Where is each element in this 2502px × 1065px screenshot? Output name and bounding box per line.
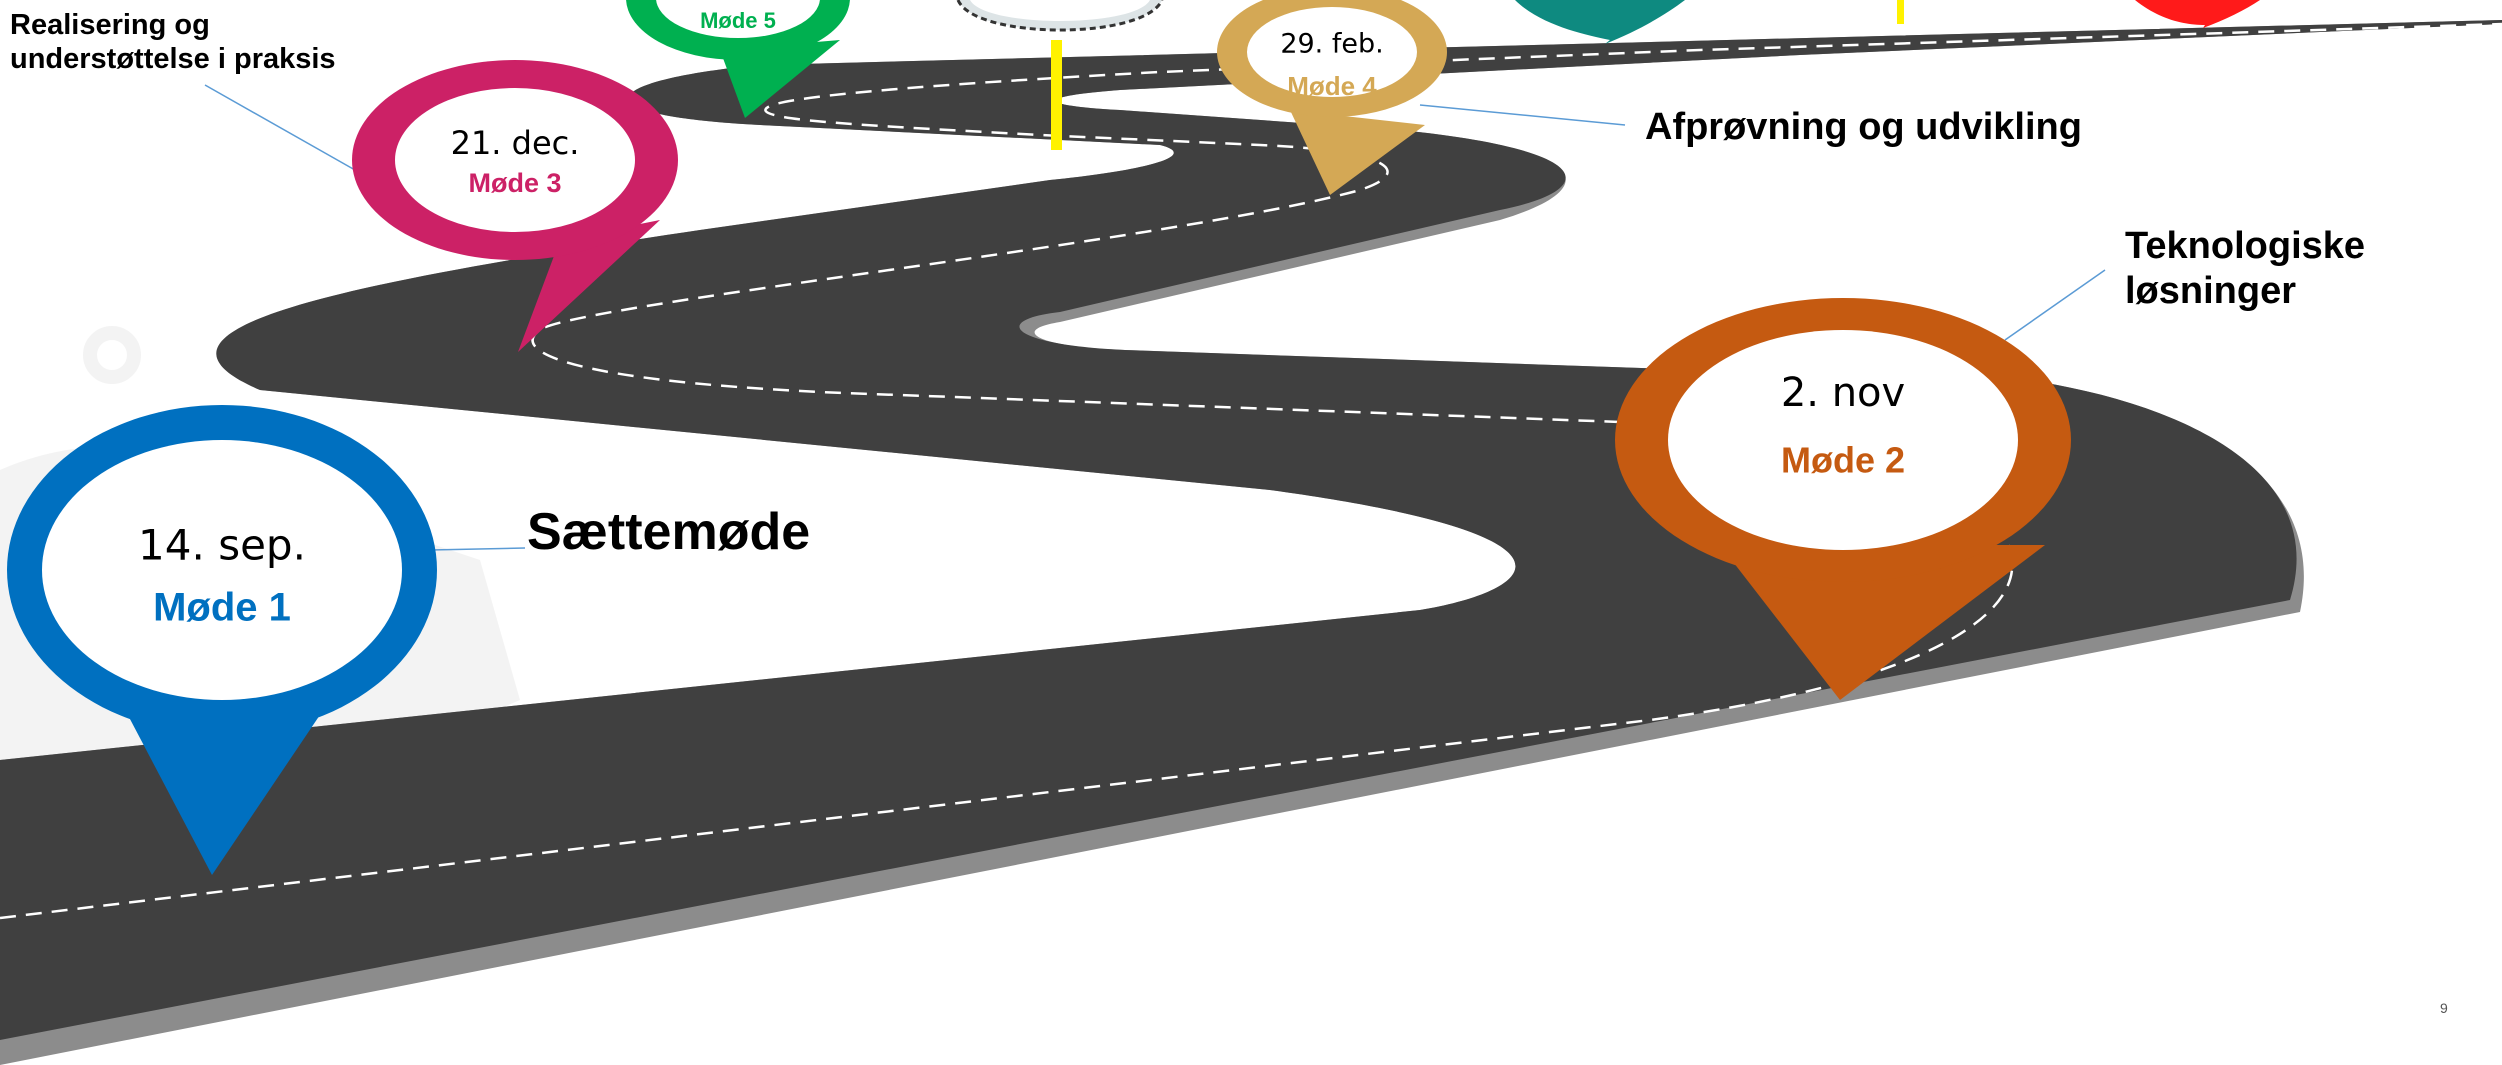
pin-tail	[120, 700, 330, 875]
pin-date: 21. dec.	[451, 124, 580, 162]
realisering-line-1: Realisering og	[10, 9, 210, 41]
teknologiske-line-1: Teknologiske	[2125, 225, 2366, 267]
pin-face	[42, 440, 402, 700]
pin-face	[1668, 330, 2018, 550]
pin-tail	[1720, 545, 2045, 700]
afprovning-label: Afprøvning og udvikling	[1645, 106, 2082, 148]
teknologiske-line-2: løsninger	[2125, 269, 2297, 312]
slide-number: 9	[2440, 1000, 2448, 1016]
pin-title: Møde 1	[153, 586, 291, 630]
winding-road	[0, 20, 2502, 1040]
pin-tail	[518, 220, 660, 352]
meeting-pin-mode-3: 21. dec. Møde 3	[352, 60, 678, 352]
pin-title: Møde 4	[1287, 71, 1377, 101]
road-center-line	[0, 22, 2502, 920]
pin-title: Møde 2	[1781, 440, 1905, 481]
meeting-pin-mode-5: Møde 5	[626, 0, 850, 118]
saettemode-label: Sættemøde	[527, 503, 811, 561]
pin-title: Møde 5	[700, 8, 776, 33]
meeting-pin-mode-1: 14. sep. Møde 1	[7, 405, 437, 875]
pin-date: 2. nov	[1781, 370, 1905, 416]
signpost-marker	[956, 0, 1904, 150]
teal-map-pin-partial	[1515, 0, 1685, 44]
meeting-pin-mode-4: 29. feb. Møde 4	[1217, 0, 1447, 195]
realisering-label: Realisering og understøttelse i praksis	[10, 8, 336, 76]
pin-tail	[1290, 110, 1425, 195]
pin-title: Møde 3	[468, 168, 561, 198]
realisering-line-2: understøttelse i praksis	[10, 43, 336, 76]
pin-face	[395, 88, 635, 232]
pin-face	[1247, 7, 1417, 97]
pin-face	[656, 0, 820, 38]
red-map-pin-partial	[2135, 0, 2260, 28]
leader-lines	[204, 84, 2106, 551]
pin-date: 14. sep.	[138, 521, 306, 570]
pin-date: 29. feb.	[1280, 29, 1383, 60]
teknologiske-label: Teknologiske løsninger	[2125, 224, 2365, 314]
